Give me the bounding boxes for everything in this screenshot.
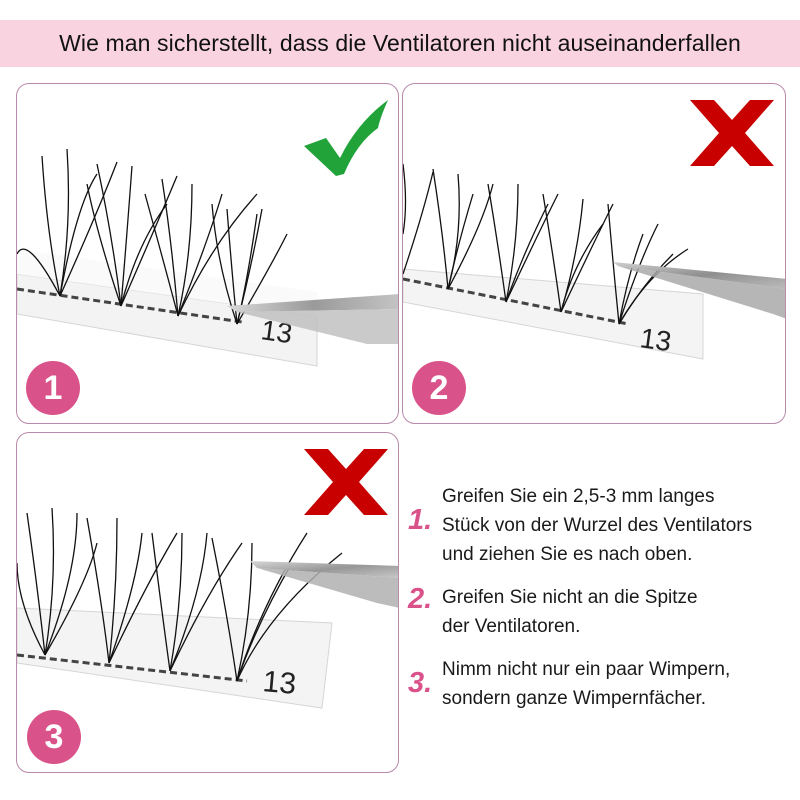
lash-strip-illustration: 13 xyxy=(17,148,398,367)
strip-length-label: 13 xyxy=(261,665,297,701)
instruction-line: der Ventilatoren. xyxy=(442,616,581,637)
instruction-number: 1. xyxy=(408,504,433,536)
title-banner: Wie man sicherstellt, dass die Ventilato… xyxy=(0,20,800,67)
step-number-badge: 3 xyxy=(27,710,81,764)
step-number-badge: 2 xyxy=(412,361,466,415)
instruction-item: 1. Greifen Sie ein 2,5-3 mm langes Stück… xyxy=(404,482,800,569)
instructions-list: 1. Greifen Sie ein 2,5-3 mm langes Stück… xyxy=(404,482,800,727)
step-panel-2: 13 2 xyxy=(402,83,786,424)
instruction-line: Nimm nicht nur ein paar Wimpern, xyxy=(442,659,731,680)
instruction-number: 2. xyxy=(408,583,433,615)
lash-strip-illustration: 13 xyxy=(17,507,398,709)
check-icon xyxy=(304,100,388,176)
instruction-line: Greifen Sie nicht an die Spitze xyxy=(442,587,698,608)
instruction-line: sondern ganze Wimpernfächer. xyxy=(442,688,707,709)
strip-length-label: 13 xyxy=(638,322,673,357)
page-title: Wie man sicherstellt, dass die Ventilato… xyxy=(59,30,741,56)
instruction-item: 2. Greifen Sie nicht an die Spitze der V… xyxy=(404,583,800,641)
instruction-number: 3. xyxy=(408,667,433,699)
step-number-badge: 1 xyxy=(26,361,80,415)
instruction-line: Greifen Sie ein 2,5-3 mm langes xyxy=(442,486,715,507)
step-panel-1: 13 1 xyxy=(16,83,399,424)
step-panel-3: 13 3 xyxy=(16,432,399,773)
instruction-item: 3. Nimm nicht nur ein paar Wimpern, sond… xyxy=(404,655,800,713)
cross-icon xyxy=(690,100,774,166)
instruction-line: und ziehen Sie es nach oben. xyxy=(442,544,693,565)
instruction-line: Stück von der Wurzel des Ventilators xyxy=(442,515,753,536)
lash-strip-illustration: 13 xyxy=(403,163,785,360)
cross-icon xyxy=(304,449,388,515)
